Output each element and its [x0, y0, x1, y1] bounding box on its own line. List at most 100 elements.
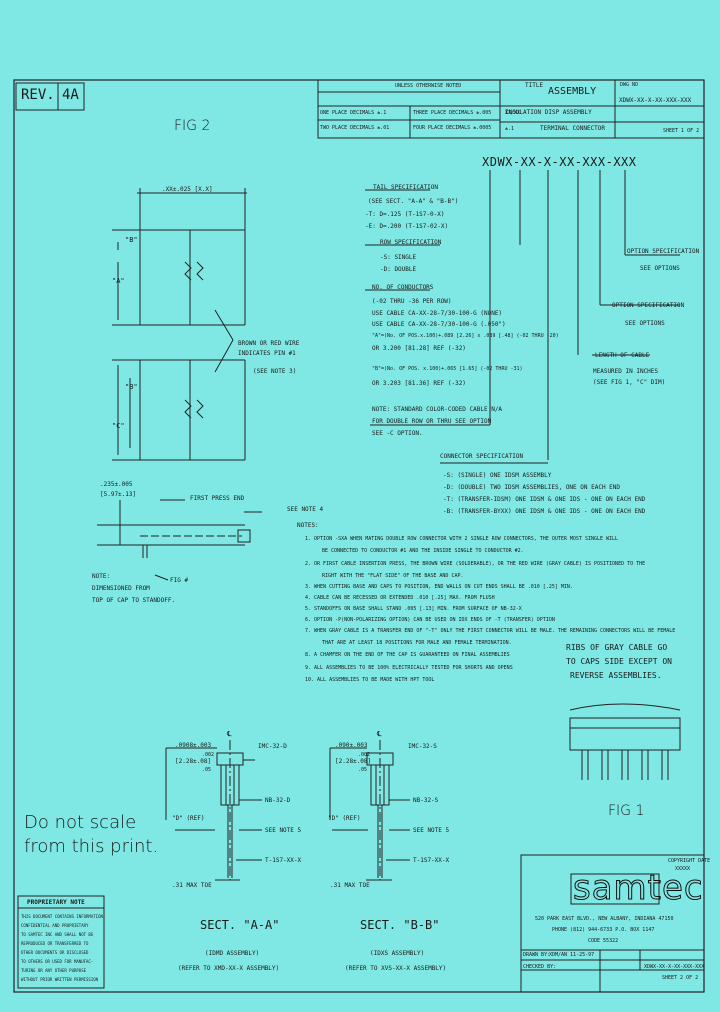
sect-a-sub-1: (IDMD ASSEMBLY) [205, 950, 260, 957]
sect-a-ref-1: IMC-32-D [258, 743, 287, 750]
do-not-scale-line-1: Do not scale [24, 812, 137, 833]
samtec-logo: samtec [573, 868, 704, 909]
see-note-4: SEE NOTE 4 [287, 506, 324, 513]
conductors-note-1: NOTE: STANDARD COLOR-CODED CABLE N/A [372, 406, 503, 413]
fig1-title: FIG 1 [608, 803, 645, 819]
drawn-by-label: DRAWN BY: [523, 952, 551, 958]
drawn-by-value: XDM/AN 11-25-97 [549, 952, 595, 958]
fig2-label-c: "C" [112, 422, 125, 430]
brown-wire-line-2: INDICATES PIN #1 [238, 350, 296, 357]
sect-b-max-toe: .31 MAX TOE [330, 882, 370, 889]
proprietary-line: TO SAMTEC INC AND SHALL NOT BE [21, 932, 94, 937]
proprietary-line: TO OTHERS OR USED FOR MANUFAC- [21, 959, 94, 964]
sect-b-dim-2: [2.28±.08] [335, 758, 372, 765]
tail-spec-2: -E: D=.200 (T-1S7-02-X) [365, 223, 449, 230]
gray-cable-note-3: REVERSE ASSEMBLIES. [570, 671, 662, 680]
connector-spec-4: -B: (TRANSFER-BYXX) ONE IDSM & ONE IDS -… [443, 508, 646, 515]
conductors-3: USE CABLE CA-XX-28-7/30-100-G (.050") [372, 321, 506, 328]
dwg-label: DWG NO [620, 82, 639, 88]
do-not-scale-line-2: from this print. [24, 836, 159, 857]
company-address-2: PHONE (812) 944-6733 P.O. BOX 1147 [552, 927, 655, 933]
proprietary-line: CONFIDENTIAL AND PROPRIETARY [21, 923, 89, 928]
note-line-4: 4. CABLE CAN BE RECESSED OR EXTENDED .01… [305, 595, 495, 601]
proprietary-title: PROPRIETARY NOTE [27, 899, 85, 906]
note-line-7b: THAT ARE AT LEAST 18 POSITIONS FOR MALE … [322, 640, 512, 646]
company-sheet: SHEET 2 OF 2 [662, 975, 699, 981]
note-line-6: 6. OPTION -P(NON-POLARIZING OPTION) CAN … [305, 617, 555, 623]
dwg-number: XDWX-XX-X-XX-XXX-XXX [619, 97, 692, 104]
note-3: TOP OF CAP TO STANDOFF. [92, 597, 176, 604]
row-spec-title: ROW SPECIFICATION [380, 239, 442, 246]
title-line-2: INSULATION DISP ASSEMBLY [505, 109, 592, 116]
note-line-1b: BE CONNECTED TO CONDUCTOR #1 AND THE INS… [322, 548, 524, 554]
conductors-note-3: SEE -C OPTION. [372, 430, 423, 437]
connector-spec-3: -T: (TRANSFER-IDSM) ONE IDSM & ONE IDS -… [443, 496, 646, 503]
dim-597: [5.97±.13] [100, 491, 137, 498]
conductors-note-2: FOR DOUBLE ROW OR THRU SEE OPTION [372, 418, 492, 425]
sect-a-centerline: ℄ [227, 730, 232, 738]
fig2-label-b: "B" [125, 236, 138, 244]
title-small-1: XX/XX [505, 110, 521, 116]
connector-spec-title: CONNECTOR SPECIFICATION [440, 453, 524, 460]
tolerance-header: UNLESS OTHERWISE NOTED [395, 83, 462, 89]
sect-b-d-ref: "D" (REF) [328, 815, 361, 822]
company-small-2: XXXXX [675, 866, 691, 872]
sect-a-dim-2b: .05 [202, 767, 212, 773]
fig2-label-b2: "B" [125, 383, 138, 391]
conductors-6: "B"=(No. OF POS. x.100)+.065 [1.65] (-02… [372, 366, 523, 372]
rev-label: REV. [21, 87, 55, 103]
sect-b-sub-2: (REFER TO XVS-XX-X ASSEMBLY) [345, 965, 447, 972]
conductors-2: USE CABLE CA-XX-28-7/30-100-G (NONE) [372, 310, 503, 317]
sect-b-ref-1: IMC-32-S [408, 743, 437, 750]
sect-a-d-ref: "D" (REF) [172, 815, 205, 822]
sect-b-ref-2: NB-32-S [413, 797, 439, 804]
proprietary-line: TURING OR ANY OTHER PURPOSE [21, 968, 87, 973]
note-line-7a: 7. WHEN GRAY CABLE IS A TRANSFER END OF … [305, 628, 676, 634]
conductors-title: NO. OF CONDUCTORS [372, 284, 434, 291]
notes-title: NOTES: [297, 522, 319, 529]
note-line-9: 9. ALL ASSEMBLIES TO BE 100% ELECTRICALL… [305, 665, 513, 671]
option-spec-2-see: SEE OPTIONS [625, 320, 665, 327]
fig2-dim-top: .XX±.025 [X.X] [162, 186, 213, 193]
note-line-1a: 1. OPTION -SXA WHEN MATING DOUBLE ROW CO… [305, 536, 619, 542]
proprietary-line: REPRODUCED OR TRANSFERRED TO [21, 941, 89, 946]
sect-b-centerline: ℄ [377, 730, 382, 738]
title-line-1: ASSEMBLY [548, 86, 597, 97]
option-spec-1: OPTION SPECIFICATION [627, 248, 700, 255]
cable-length-title: LENGTH OF CABLE [595, 352, 650, 359]
sect-a-max-toe: .31 MAX TOE [172, 882, 212, 889]
dim-235: .235±.005 [100, 481, 133, 488]
tail-spec-title: TAIL SPECIFICATION [373, 184, 439, 191]
conductors-4: "A"=(No. OF POS.x.100)+.089 [2.26] x .08… [372, 333, 559, 339]
tolerance-three-place: THREE PLACE DECIMALS ±.005 [413, 110, 492, 116]
connector-spec-1: -S: (SINGLE) ONE IDSM ASSEMBLY [443, 472, 552, 479]
sect-b-ref-3: SEE NOTE 5 [413, 827, 450, 834]
fig2-title: FIG 2 [174, 118, 211, 134]
sect-a-dim-1b: .002 [202, 752, 215, 758]
tolerance-two-place: TWO PLACE DECIMALS ±.01 [320, 125, 390, 131]
note-line-2a: 2. OR FIRST CABLE INSERTION PRESS, THE B… [305, 561, 646, 567]
gray-cable-note-1: RIBS OF GRAY CABLE GO [566, 643, 668, 652]
company-dwg-number: XDWX-XX-X-XX-XXX-XXX [644, 964, 705, 970]
fig2-label-a: "A" [112, 277, 125, 285]
sect-a-dim-2: [2.28±.08] [175, 758, 212, 765]
connector-spec-2: -D: (DOUBLE) TWO IDSM ASSEMBLIES, ONE ON… [443, 484, 621, 491]
tail-spec-see: (SEE SECT. "A-A" & "B-B") [368, 198, 459, 205]
note-line-10: 10. ALL ASSEMBLIES TO BE MADE WITH HPT T… [305, 677, 435, 683]
first-press-end: FIRST PRESS END [190, 495, 245, 502]
sect-a-ref-2: NB-32-D [265, 797, 291, 804]
note-line-2b: RIGHT WITH THE "FLAT SIDE" OF THE BASE A… [322, 573, 464, 579]
sect-a-sub-2: (REFER TO XMD-XX-X ASSEMBLY) [178, 965, 280, 972]
company-address-1: 520 PARK EAST BLVD., NEW ALBANY, INDIANA… [535, 916, 674, 922]
cable-length-2: (SEE FIG 1, "C" DIM) [593, 379, 666, 386]
note-2: DIMENSIONED FROM [92, 585, 150, 592]
note-line-8: 8. A CHAMFER ON THE END OF THE CAP IS GU… [305, 652, 510, 658]
conductors-5: OR 3.200 [81.28] REF (-32) [372, 345, 466, 352]
company-small-1: COPYRIGHT DATE [668, 858, 711, 864]
part-code: XDWX-XX-X-XX-XXX-XXX [482, 155, 637, 169]
note-1: NOTE: [92, 573, 111, 580]
row-spec-2: -D: DOUBLE [380, 266, 417, 273]
sect-a-ref-3: SEE NOTE 5 [265, 827, 302, 834]
proprietary-line: WITHOUT PRIOR WRITTEN PERMISSION [21, 977, 99, 982]
company-address-3: CODE 55322 [588, 938, 619, 944]
